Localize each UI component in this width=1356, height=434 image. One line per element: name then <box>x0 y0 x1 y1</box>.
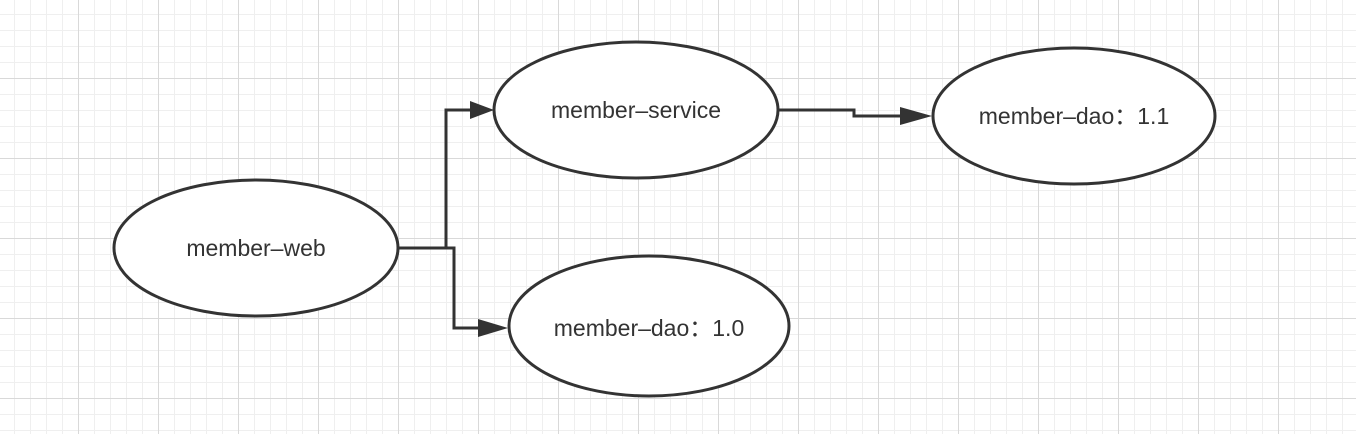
node-label: member–dao：1.1 <box>979 103 1170 129</box>
arrow-head-service <box>470 101 494 119</box>
node-shape <box>931 46 1217 186</box>
edge-web-to-service <box>398 101 494 250</box>
node-shape <box>507 254 791 398</box>
edge-service-dao11-line <box>778 108 902 118</box>
node-member-service[interactable]: member–service <box>492 40 780 180</box>
edge-web-to-dao10 <box>398 246 508 337</box>
node-member-dao-1-1[interactable]: member–dao：1.1 <box>931 46 1217 186</box>
node-label: member–dao：1.0 <box>554 315 745 341</box>
node-member-web[interactable]: member–web <box>112 178 400 318</box>
node-member-dao-1-0[interactable]: member–dao：1.0 <box>507 254 791 398</box>
node-label: member–web <box>186 235 325 261</box>
edge-service-to-dao11 <box>778 107 932 125</box>
node-shape <box>112 178 400 318</box>
edge-web-service-line <box>398 108 472 250</box>
edge-web-dao10-line <box>398 246 480 330</box>
arrow-head-dao11 <box>900 107 932 125</box>
arrow-head-dao10 <box>478 319 508 337</box>
node-label: member–service <box>551 97 721 123</box>
node-shape <box>492 40 780 180</box>
